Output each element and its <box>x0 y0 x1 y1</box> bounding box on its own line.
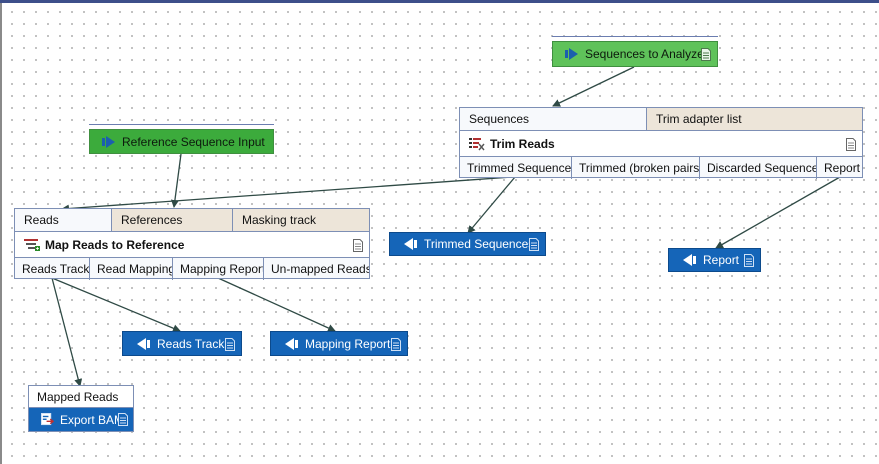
document-icon[interactable] <box>391 338 401 351</box>
output-port-read-mapping[interactable]: Read Mapping <box>90 258 173 280</box>
sequences-to-analyze-node[interactable]: Sequences to Analyze <box>552 41 718 67</box>
node-label: Mapping Report <box>305 336 391 351</box>
document-icon[interactable] <box>744 254 754 267</box>
node-label: Trimmed Sequences <box>424 237 535 251</box>
input-port-masking-track[interactable]: Masking track <box>233 209 369 231</box>
workflow-input-icon <box>565 48 578 60</box>
reference-sequence-input-node[interactable]: Reference Sequence Input <box>89 129 274 154</box>
node-label: Report <box>703 253 740 267</box>
input-port-sequences[interactable]: Sequences <box>460 108 647 130</box>
workflow-output-icon <box>285 337 298 350</box>
canvas-left-border <box>0 3 2 464</box>
document-icon[interactable] <box>701 48 711 61</box>
edge-readstrack-to-export <box>51 277 83 387</box>
edge-trimmed-to-output <box>467 176 516 234</box>
node-label: Reads Track <box>157 336 225 351</box>
output-port-reads-track[interactable]: Reads Track <box>15 258 90 280</box>
document-icon[interactable] <box>225 338 235 351</box>
mapping-report-output-node[interactable]: Mapping Report <box>270 331 408 356</box>
edge-sequences-to-trim <box>552 66 635 107</box>
input-port-reads[interactable]: Reads <box>15 209 112 231</box>
output-port-report[interactable]: Report <box>824 161 861 175</box>
edge-report-to-output <box>715 176 841 249</box>
input-port-trim-adapter-list[interactable]: Trim adapter list <box>647 108 862 130</box>
workflow-output-icon <box>683 254 696 266</box>
node-label: Reference Sequence Input <box>122 134 265 149</box>
map-reads-icon <box>24 238 40 251</box>
trim-reads-tool[interactable]: Sequences Trim adapter list Trim Reads T… <box>459 107 863 179</box>
reads-track-output-node[interactable]: Reads Track <box>122 331 242 356</box>
output-port-trimmed-broken-pairs[interactable]: Trimmed (broken pairs) <box>572 157 700 179</box>
input-port-mapped-reads[interactable]: Mapped Reads <box>29 386 133 408</box>
document-icon[interactable] <box>846 138 856 151</box>
window-top-border <box>0 0 879 3</box>
workflow-output-icon <box>404 238 417 250</box>
report-output-node[interactable]: Report <box>668 248 761 272</box>
trim-reads-icon <box>469 137 485 150</box>
workflow-output-icon <box>137 337 150 350</box>
trimmed-sequences-output-node[interactable]: Trimmed Sequences <box>389 232 546 256</box>
edge-readstrack-to-output <box>51 277 181 333</box>
map-reads-tool[interactable]: Reads References Masking track Map Reads… <box>14 208 370 280</box>
document-icon[interactable] <box>529 238 539 251</box>
edge-reference-to-map <box>170 153 182 208</box>
document-icon[interactable] <box>118 413 128 426</box>
node-label: Export BAM <box>60 412 125 427</box>
workflow-input-icon <box>102 135 115 148</box>
document-icon[interactable] <box>353 239 363 252</box>
output-port-trimmed-sequences[interactable]: Trimmed Sequences <box>460 157 572 179</box>
tool-title: Map Reads to Reference <box>45 237 185 252</box>
export-icon <box>41 413 54 426</box>
export-bam-node[interactable]: Mapped Reads Export BAM <box>28 385 134 432</box>
output-port-unmapped-reads[interactable]: Un-mapped Reads <box>271 262 369 276</box>
output-port-mapping-report[interactable]: Mapping Report <box>173 258 264 280</box>
tool-title: Trim Reads <box>490 136 555 151</box>
output-port-discarded-sequences[interactable]: Discarded Sequences <box>700 157 817 179</box>
edge-trimmed-to-reads <box>61 176 513 213</box>
node-label: Sequences to Analyze <box>585 47 704 61</box>
input-port-references[interactable]: References <box>112 209 233 231</box>
edge-mappingreport-to-output <box>217 277 336 332</box>
